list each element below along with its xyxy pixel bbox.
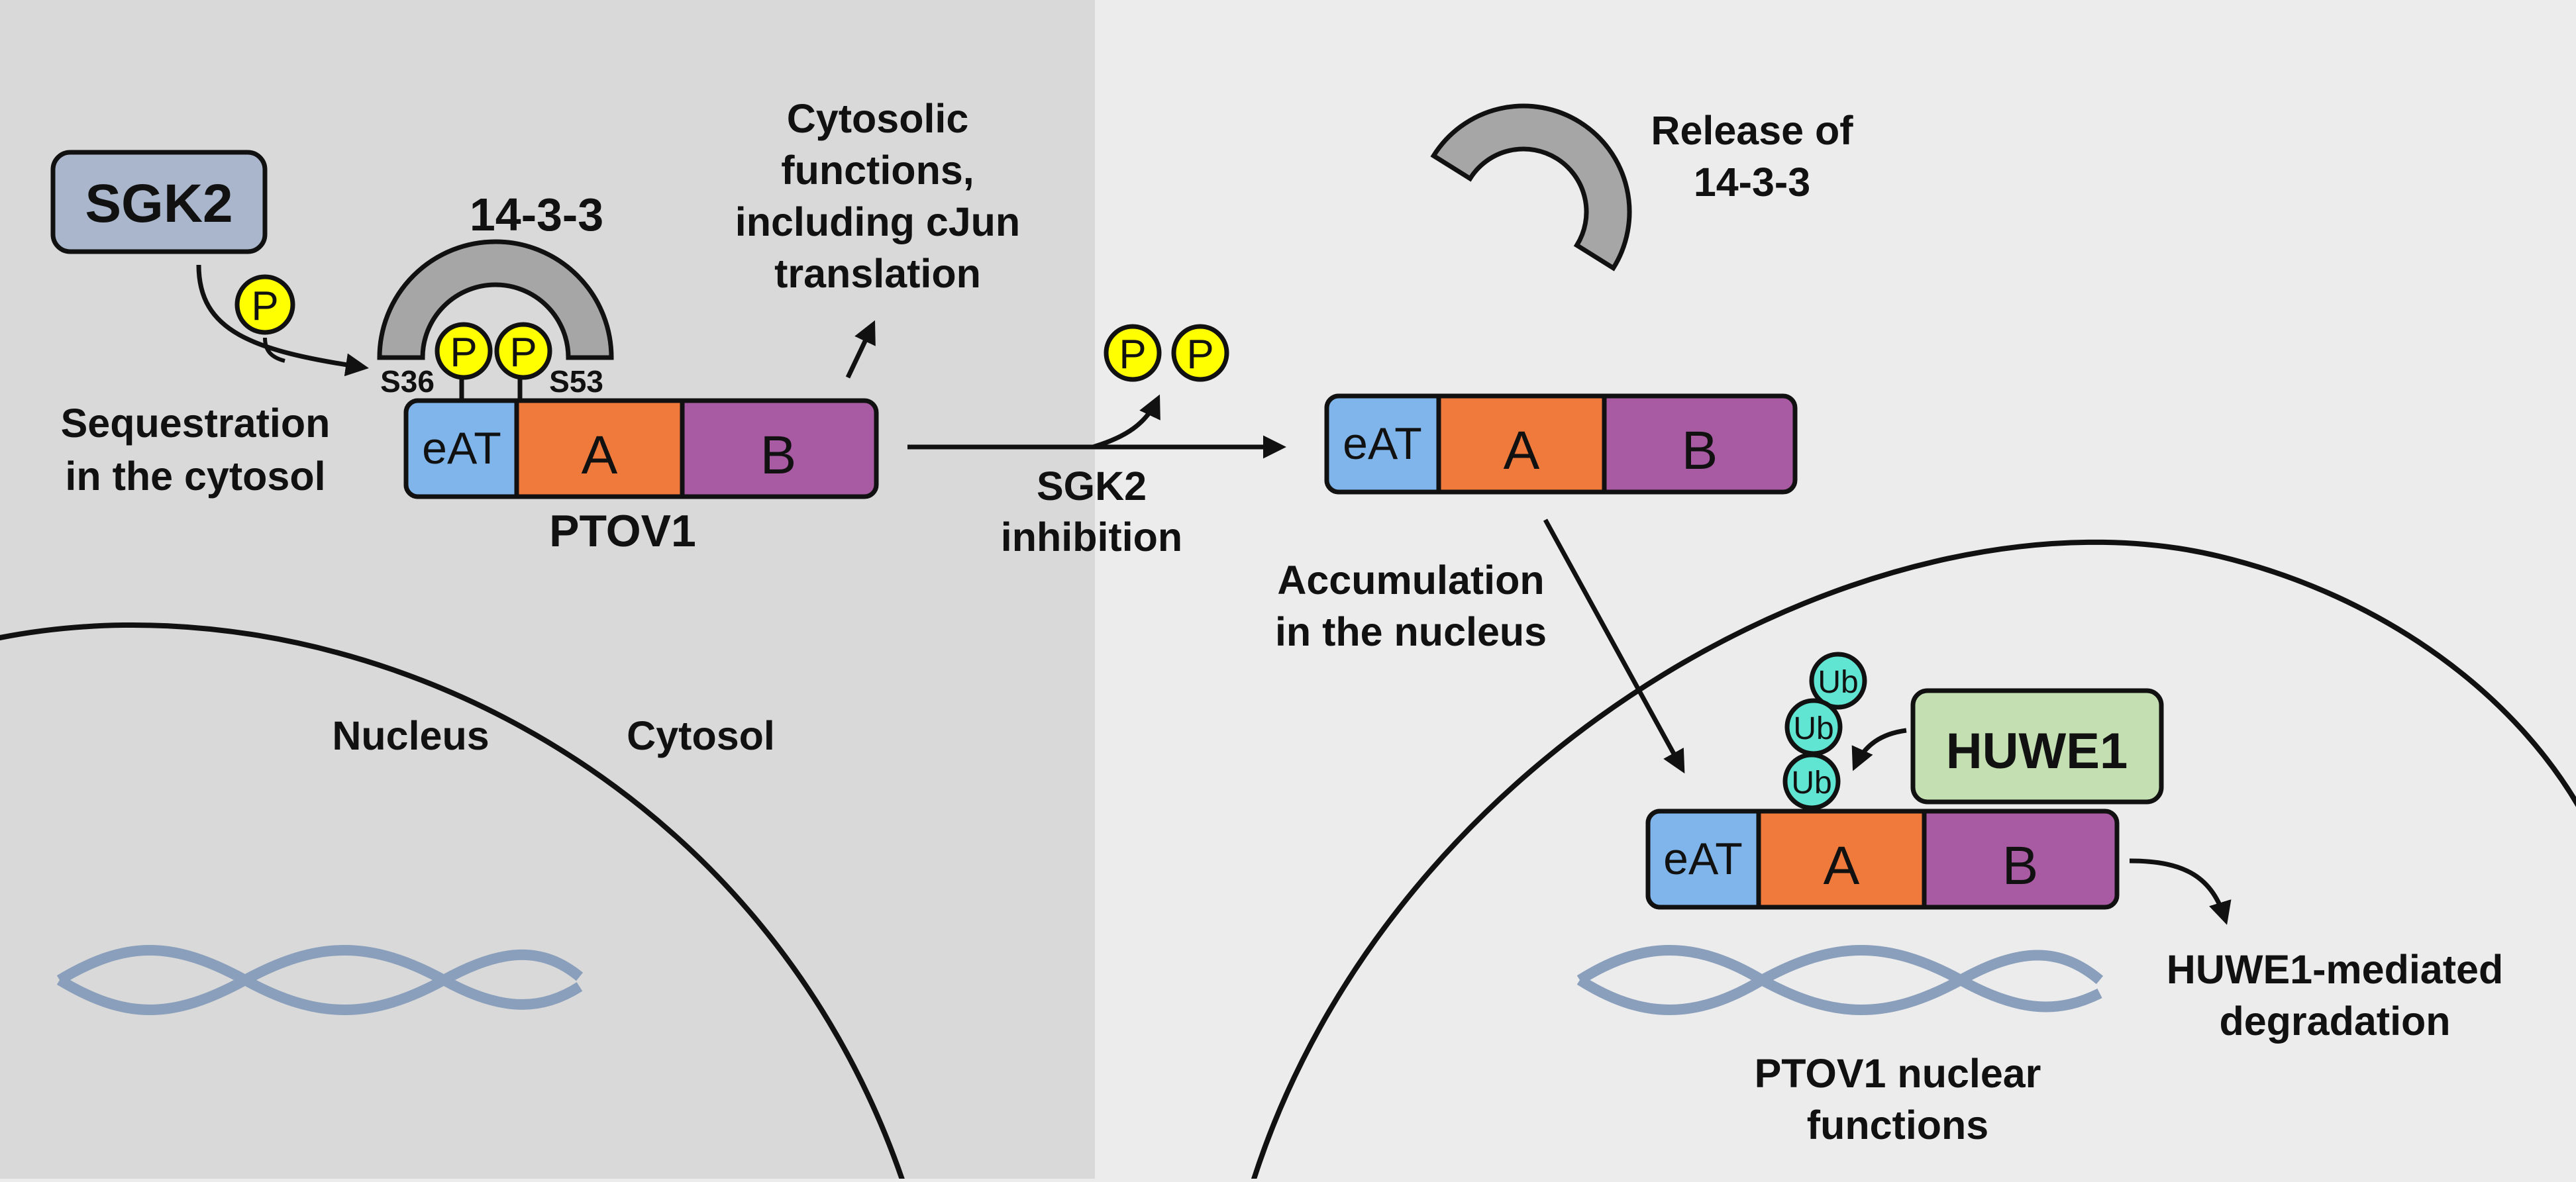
huwe1-box [1910, 688, 2164, 805]
degradation-arrow [2129, 858, 2232, 925]
fourteen33-released-arc [1430, 103, 1632, 271]
released-phosphate-1-icon [1104, 324, 1162, 382]
domain-eat-label: eAT [1663, 834, 1743, 884]
nuclear-accumulation-arrow [1543, 518, 1685, 774]
left-nucleus-membrane [0, 622, 906, 1182]
phosphate-s36-label: P [450, 330, 477, 375]
phosphate-label: P [251, 283, 278, 329]
sgk2-label: SGK2 [85, 173, 232, 234]
released-phosphate-2-icon [1171, 324, 1229, 382]
cytosolic-label-line4: translation [774, 251, 981, 296]
ptov1-protein-released: eAT A B [1324, 393, 1798, 495]
released-phosphate-2-label: P [1186, 332, 1213, 377]
dna-right-icon [1576, 945, 2104, 1015]
domain-a-label: A [1504, 420, 1540, 481]
release-label-line1: Release of [1651, 108, 1853, 153]
phosphate-s53-icon [494, 322, 552, 380]
cytosolic-label-line2: functions, [781, 148, 974, 193]
released-phosphate-1-label: P [1119, 332, 1146, 377]
s36-label: S36 [380, 364, 435, 399]
phospho-tether [263, 337, 285, 363]
degradation-label-line1: HUWE1-mediated [2167, 947, 2503, 992]
s53-label: S53 [549, 364, 603, 399]
ptov1-label: PTOV1 [549, 506, 696, 556]
dna-left-icon [56, 945, 584, 1015]
accumulation-label-line1: Accumulation [1277, 558, 1544, 603]
domain-b-label: B [1682, 420, 1718, 481]
ptov1-protein-cytosol: eAT A B [403, 398, 879, 499]
ptov1-protein-nucleus: eAT A B [1645, 809, 2120, 910]
degradation-label-line2: degradation [2219, 999, 2450, 1044]
phosphate-s36-icon [435, 322, 493, 380]
ubiquitin-2-label: Ub [1793, 711, 1833, 746]
domain-a-label: A [1824, 836, 1860, 896]
fourteen33-label: 14-3-3 [470, 189, 603, 240]
ubiquitin-1-label: Ub [1791, 765, 1831, 801]
huwe1-label: HUWE1 [1946, 723, 2128, 779]
cytosolic-functions-arrow [845, 320, 876, 379]
nucleus-label: Nucleus [332, 713, 489, 758]
fourteen33-bound-arc [377, 239, 614, 360]
ubiquitin-3-label: Ub [1818, 665, 1858, 700]
ubiquitin-1-icon [1782, 752, 1841, 811]
ubiquitin-3-icon [1809, 652, 1867, 710]
domain-eat-label: eAT [1343, 419, 1422, 469]
sgk2-inhibition-label-line2: inhibition [1001, 515, 1182, 560]
nuclear-functions-label-line1: PTOV1 nuclear [1755, 1051, 2041, 1096]
sgk2-phosphorylation-arrow [196, 264, 369, 377]
sequestration-label-line1: Sequestration [61, 401, 331, 446]
sgk2-box [50, 150, 268, 254]
accumulation-label-line2: in the nucleus [1275, 609, 1547, 654]
cytosolic-label-line1: Cytosolic [787, 96, 969, 141]
nuclear-functions-label-line2: functions [1807, 1103, 1988, 1148]
phosphate-release-arrow [1092, 394, 1160, 450]
domain-b-label: B [2002, 836, 2039, 896]
release-label-line2: 14-3-3 [1694, 160, 1810, 205]
right-nucleus-membrane [1250, 539, 2576, 1182]
domain-a-label: A [582, 425, 618, 485]
sequestration-label-line2: in the cytosol [65, 454, 325, 499]
cytosolic-label-line3: including cJun [735, 199, 1020, 244]
phosphate-icon [234, 274, 295, 335]
domain-b-label: B [760, 425, 797, 485]
cytosol-label: Cytosol [627, 713, 775, 758]
domain-eat-label: eAT [422, 423, 501, 473]
sgk2-inhibition-label-line1: SGK2 [1037, 464, 1147, 509]
ubiquitination-arrow [1851, 728, 1907, 771]
phosphate-s53-label: P [509, 330, 537, 375]
